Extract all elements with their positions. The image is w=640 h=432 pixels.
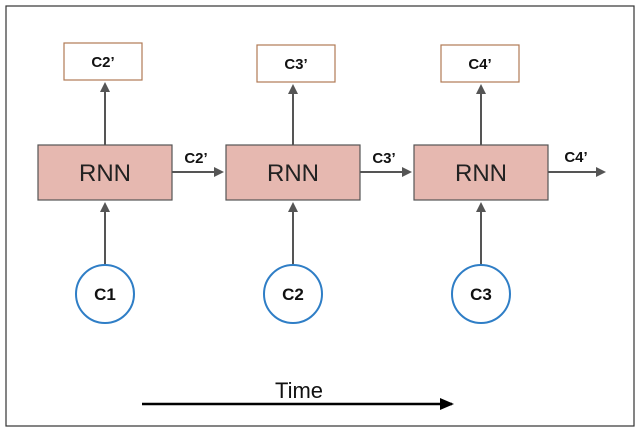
output-box-2: [256, 44, 336, 83]
input-circle-2: [263, 264, 323, 324]
hidden-label-3: C4’: [564, 149, 587, 166]
rnn-box-3: [413, 144, 549, 201]
rnn-label-1: RNN: [79, 160, 131, 187]
output-box-1: [63, 42, 143, 81]
output-box-3: [440, 44, 520, 83]
output-label-1: C2’: [91, 54, 114, 71]
diagram-frame: [5, 5, 635, 427]
step-2: C3’ RNN C2 C3’: [225, 44, 412, 324]
step-3: C4’ RNN C3 C4’: [413, 44, 606, 324]
time-label: Time: [275, 378, 323, 403]
rnn-label-2: RNN: [267, 160, 319, 187]
rnn-box-2: [225, 144, 361, 201]
output-label-2: C3’: [284, 56, 307, 73]
input-label-3: C3: [470, 285, 492, 304]
input-label-1: C1: [94, 285, 116, 304]
input-circle-3: [451, 264, 511, 324]
hidden-label-1: C2’: [184, 150, 207, 167]
step-1: C2’ RNN C1 C2’: [37, 42, 224, 324]
time-axis: Time: [142, 378, 454, 410]
output-label-3: C4’: [468, 56, 491, 73]
input-label-2: C2: [282, 285, 304, 304]
rnn-label-3: RNN: [455, 160, 507, 187]
hidden-label-2: C3’: [372, 150, 395, 167]
input-circle-1: [75, 264, 135, 324]
